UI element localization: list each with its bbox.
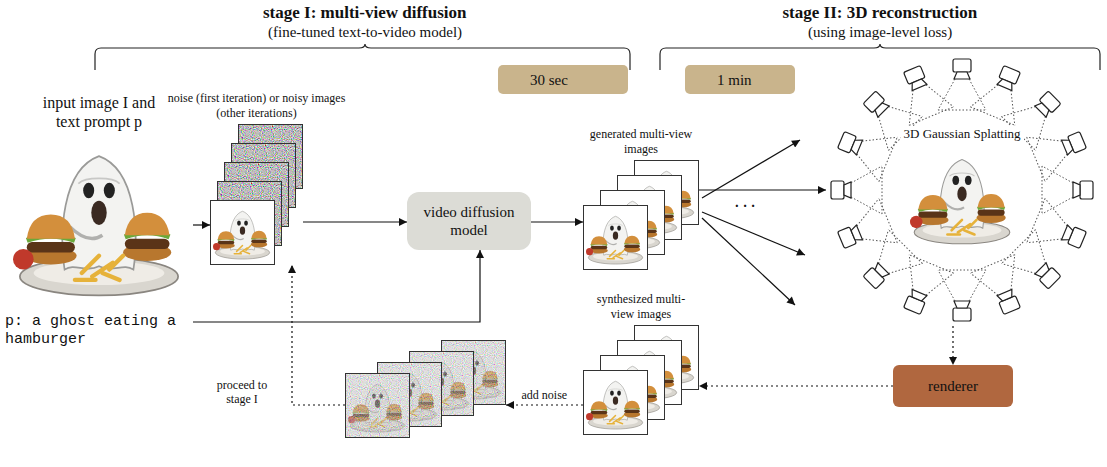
flow-arrow [303,221,407,222]
scene-label: 3D Gaussian Splatting [901,126,1024,142]
time-badge: 30 sec [498,65,628,94]
stage-subheading: (using image-level loss) [808,23,952,41]
input-caption: input image I and text prompt p [37,93,161,131]
stack-caption: synthesized multi-view images [586,292,696,321]
generated-views-stack: generated multi-view images [583,160,699,270]
edge-label: add noise [520,388,570,402]
gaussian-splatting-scene: 3D Gaussian Splatting [826,54,1098,326]
stack-caption: generated multi-view images [586,127,696,156]
flow-arrow [531,221,583,222]
generated-stack-picture [583,160,699,270]
stage-subheading: (fine-tuned text-to-video model) [268,23,462,41]
flow-arrow [699,189,826,190]
noise-stack: noise (first iteration) or noisy images … [210,124,303,265]
fan-arrows [702,140,805,305]
noise-stack-picture [210,124,303,265]
dotted-arrow [952,326,953,365]
loop-note: proceed to stage I [205,378,279,407]
synthesized-stack-picture [583,325,699,435]
text-prompt: p: a ghost eating a hamburger [5,313,180,349]
flow-arrow [193,224,210,225]
time-badge: 1 min [685,65,795,94]
dotted-arrow [506,404,583,405]
diffusion-model-box: video diffusion model [407,192,531,250]
renderer-box: renderer [893,365,1013,407]
dotted-arrow [699,385,893,386]
stage-heading: stage II: 3D reconstruction [783,3,978,23]
stack-caption: noise (first iteration) or noisy images … [167,91,347,120]
scene-ghost [910,160,1010,244]
input-image: input image I and text prompt pp: a ghos… [5,135,193,357]
dotted-arrow [292,265,345,405]
camera-ring [831,59,1093,321]
noisy-views-stack: proceed to stage I [345,340,506,438]
flow-arrow [193,250,480,322]
box-label: video diffusion model [415,203,523,239]
ellipsis-mark: · · · [735,199,756,216]
synthesized-views-stack: synthesized multi-view images [583,325,699,435]
stage-heading: stage I: multi-view diffusion [263,3,467,23]
time-text: 1 min [717,71,752,89]
noisy-stack-picture [345,340,506,438]
time-text: 30 sec [530,71,568,89]
input-image-picture [13,156,178,295]
box-label: renderer [928,377,978,395]
